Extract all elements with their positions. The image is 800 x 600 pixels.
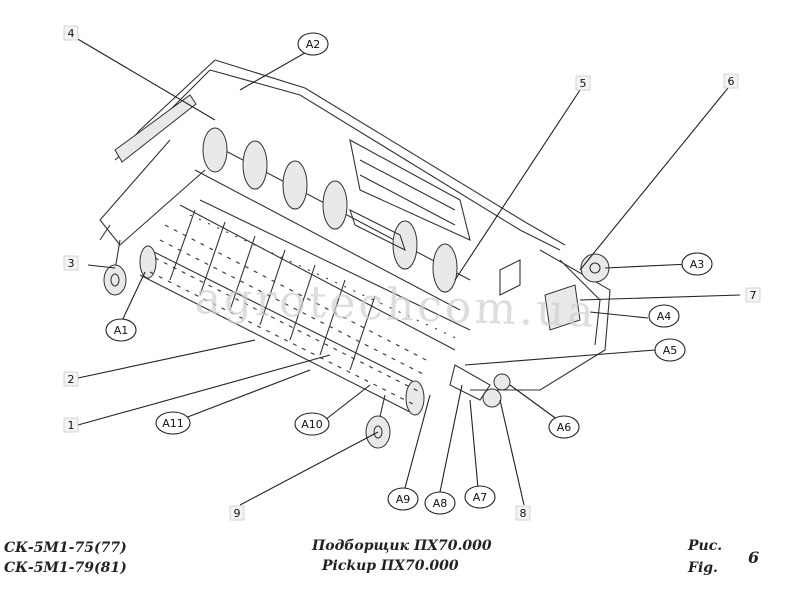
callout-a7: А7 (464, 485, 496, 509)
svg-text:9: 9 (234, 507, 241, 520)
auger (194, 127, 471, 311)
svg-text:6: 6 (728, 75, 735, 88)
pickup-drum (139, 204, 461, 416)
figure-title-ru: Подборщик ПХ70.000 (312, 538, 492, 554)
figure-number: 6 (748, 548, 760, 567)
figure-label-en: Fig. (688, 560, 718, 576)
figure-title-en: Pickup ПХ70.000 (322, 558, 459, 574)
svg-text:А8: А8 (433, 497, 448, 510)
svg-text:А10: А10 (301, 418, 323, 431)
svg-text:5: 5 (580, 77, 587, 90)
svg-text:А2: А2 (306, 38, 321, 51)
svg-text:А3: А3 (690, 258, 705, 271)
svg-text:8: 8 (520, 507, 527, 520)
callout-num-2: 2 (63, 371, 79, 387)
callout-num-3: 3 (63, 255, 79, 271)
callout-a5: А5 (654, 338, 686, 362)
callout-num-6: 6 (723, 73, 739, 89)
callout-a2: А2 (297, 32, 329, 56)
svg-text:А5: А5 (663, 344, 678, 357)
svg-text:2: 2 (68, 373, 75, 386)
svg-text:1: 1 (68, 419, 75, 432)
callout-num-8: 8 (515, 505, 531, 521)
leader-lines (75, 37, 741, 506)
svg-text:7: 7 (750, 289, 757, 302)
svg-text:А9: А9 (396, 493, 411, 506)
svg-text:А4: А4 (657, 310, 672, 323)
callout-num-1: 1 (63, 417, 79, 433)
callout-a3: А3 (681, 252, 713, 276)
callout-a6: А6 (548, 415, 580, 439)
callout-num-5: 5 (575, 75, 591, 91)
callout-a8: А8 (424, 491, 456, 515)
model-designation-2: СК-5М1-79(81) (4, 560, 127, 576)
svg-text:3: 3 (68, 257, 75, 270)
svg-text:А1: А1 (114, 324, 129, 337)
watermark-text: agrotechcom.ua (194, 273, 598, 338)
callout-num-7: 7 (745, 287, 761, 303)
callout-a9: А9 (387, 487, 419, 511)
svg-text:А6: А6 (557, 421, 572, 434)
callout-num-9: 9 (229, 505, 245, 521)
svg-text:А7: А7 (473, 491, 488, 504)
figure-label-ru: Рис. (688, 538, 723, 554)
callout-a4: А4 (648, 304, 680, 328)
callout-a10: А10 (294, 412, 330, 436)
model-designation-1: СК-5М1-75(77) (4, 540, 127, 556)
callout-a1: А1 (105, 318, 137, 342)
callout-num-4: 4 (63, 25, 79, 41)
svg-text:А11: А11 (162, 417, 184, 430)
callout-a11: А11 (155, 411, 191, 435)
drive-assembly (449, 253, 610, 408)
svg-text:4: 4 (68, 27, 75, 40)
